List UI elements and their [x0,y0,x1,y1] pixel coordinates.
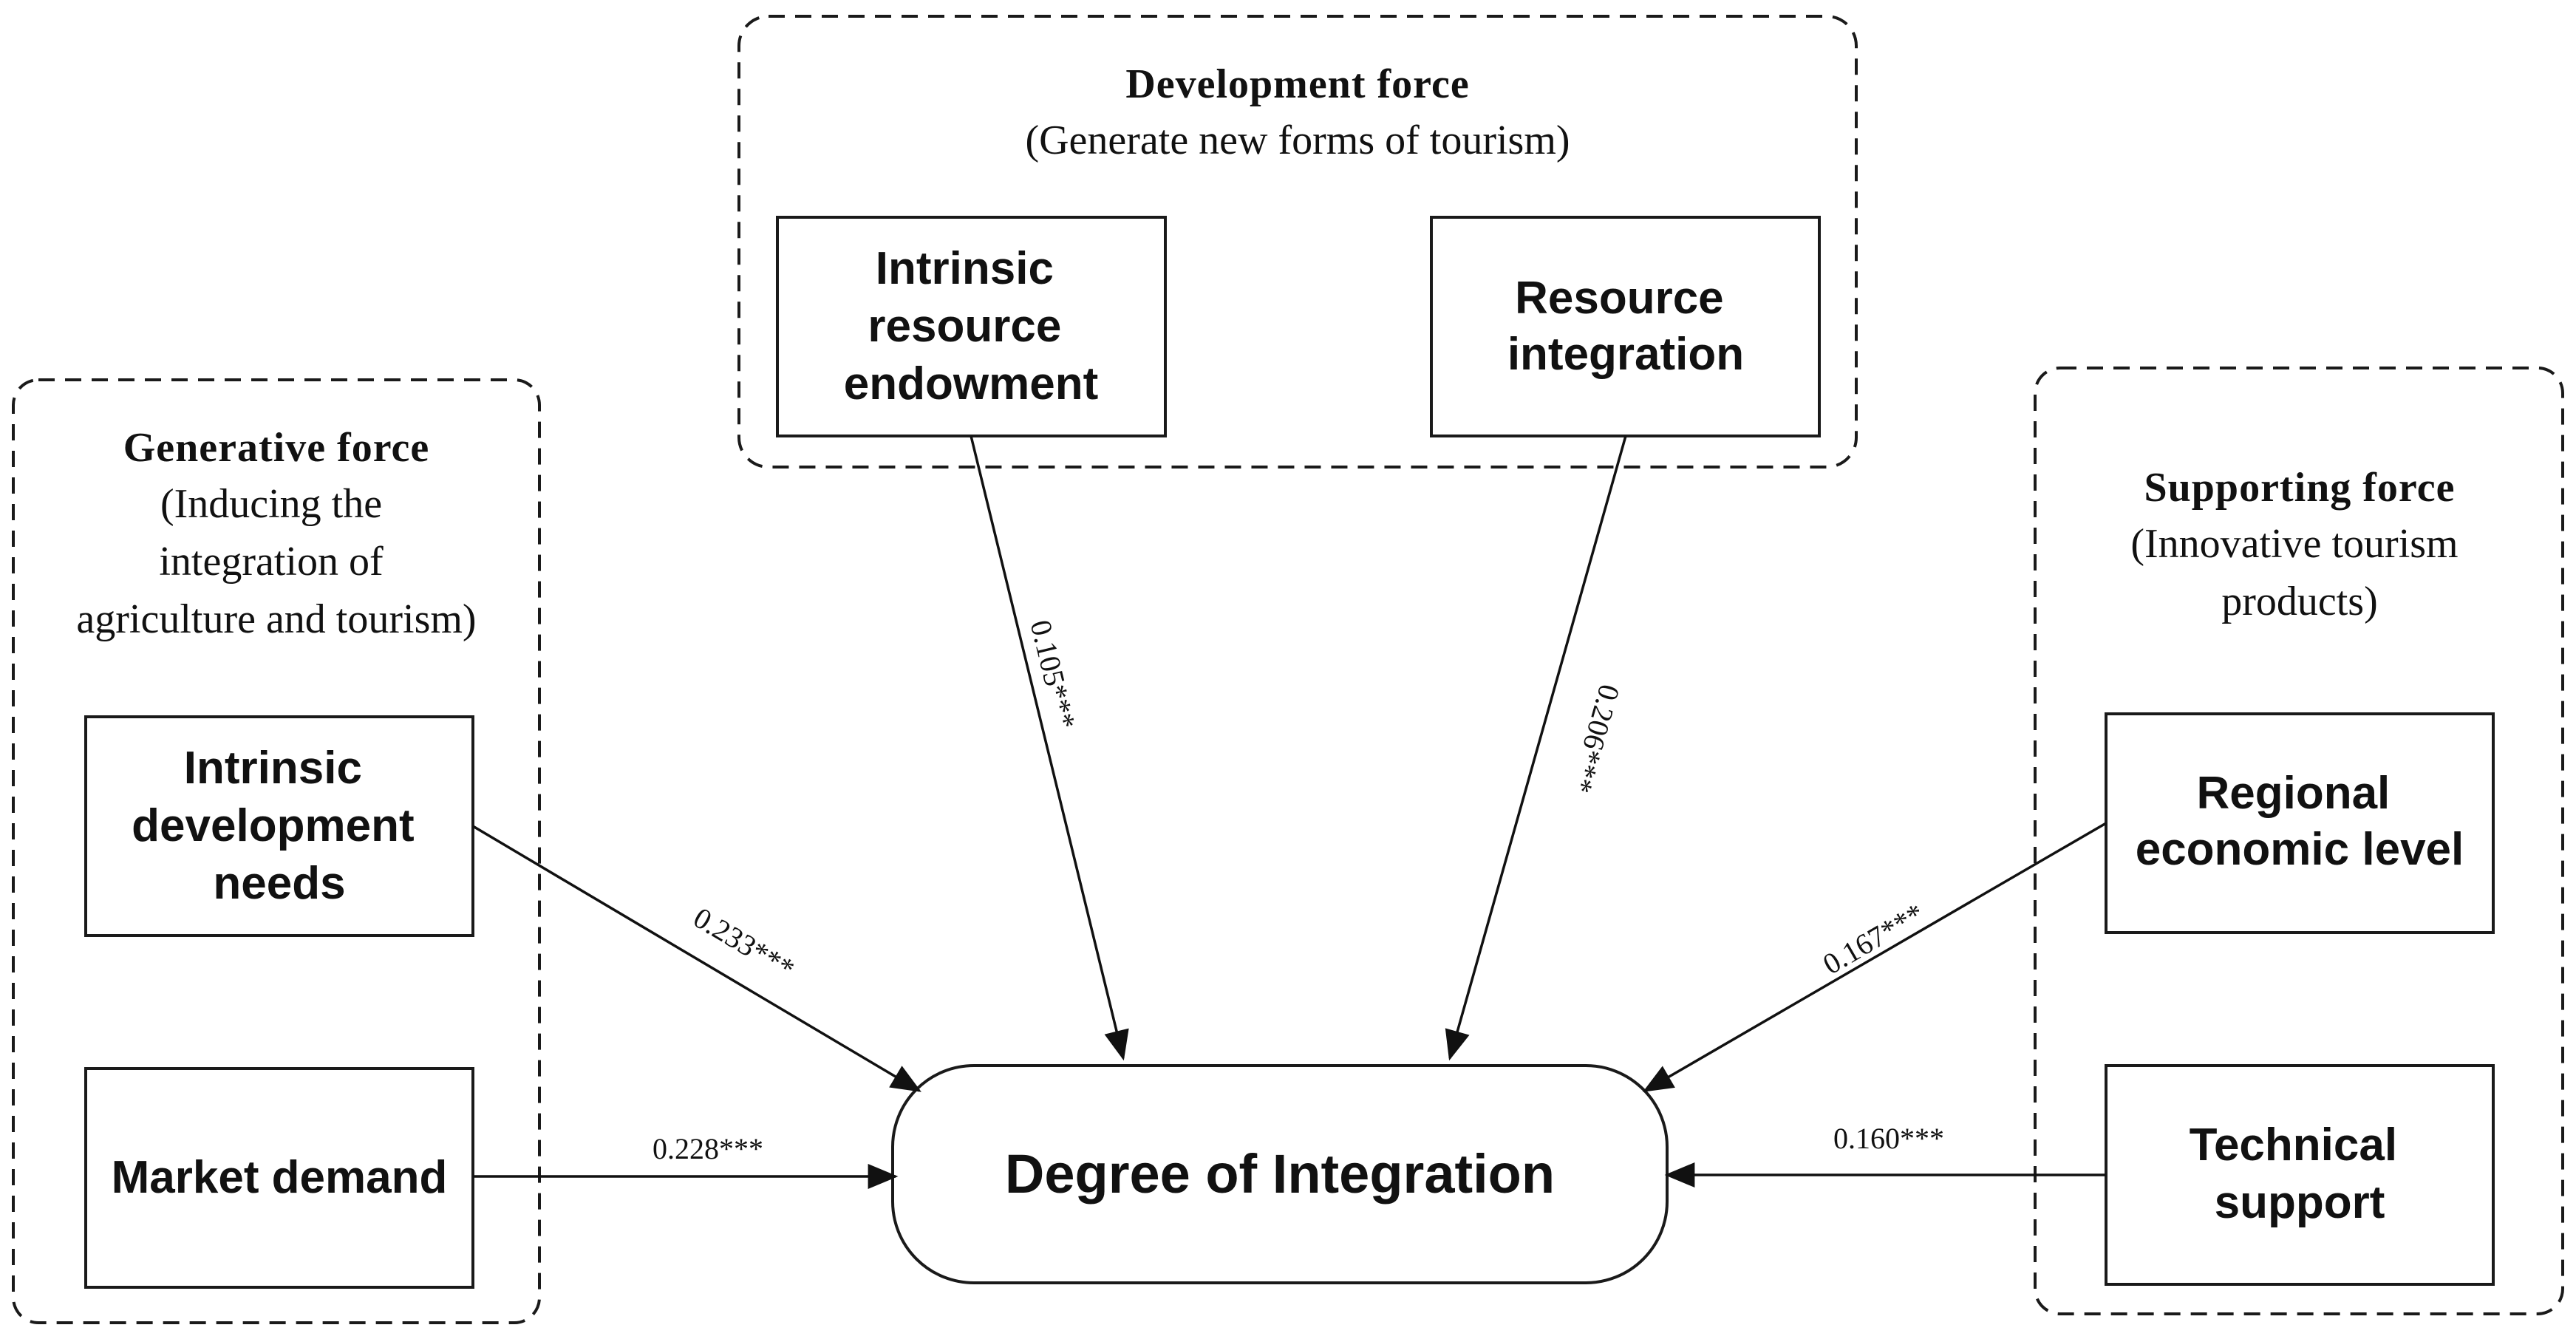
intrinsic-development-needs-label-line-1: Intrinsic [184,743,362,794]
supporting-force-subtitle-line-2: products) [2221,579,2378,624]
intrinsic-resource-endowment-label-line-2: resource [868,301,1061,352]
resource-integration-label-line-2: integration [1507,329,1744,380]
supporting-force-subtitle-line-1: (Innovative tourism [2130,521,2458,567]
svg-text:(Inducing the integratio: (Inducing the integration of agriculture… [76,481,476,642]
regional-economic-level-label-line-1: Regional [2196,768,2390,819]
svg-text:Intrinsic development: Intrinsic development needs [132,743,427,909]
svg-text:Market demand: Market demand [112,1152,448,1203]
market-demand-label: Market demand [112,1152,448,1203]
intrinsic-development-needs-box [84,715,474,937]
intrinsic-resource-endowment-label-line-1: Intrinsic [876,243,1054,294]
technical-support-label-line-2: support [2215,1177,2385,1228]
intrinsic-development-needs-label-line-2: development [132,800,414,851]
regional-economic-level-label-line-2: economic level [2136,824,2464,875]
supporting-force-frame [2034,367,2564,1315]
generative-force-frame [12,378,541,1324]
intrinsic-development-needs-node: Intrinsic development needs [84,715,474,937]
coef-intrinsic-resource-endowment: 0.105*** [1023,617,1082,732]
arrow-intrinsic-development-needs [472,825,921,1092]
svg-text:Regional economic leve: Regional economic level [2136,768,2464,875]
supporting-force-group: Supporting force (Innovative tourism pro… [2034,367,2564,1315]
intrinsic-resource-endowment-label-line-3: endowment [844,358,1098,409]
regional-economic-level-node: Regional economic level [2105,712,2495,934]
arrow-resource-integration [1445,435,1627,1061]
technical-support-node: Technical support [2105,1064,2495,1286]
intrinsic-resource-endowment-node: Intrinsic resource endowment [776,216,1167,437]
technical-support-label-line-1: Technical [2190,1120,2397,1171]
regional-economic-level-box [2105,712,2495,934]
degree-of-integration-node: Degree of Integration [891,1064,1669,1284]
market-demand-node: Market demand [84,1067,474,1289]
development-force-subtitle: (Generate new forms of tourism) [1025,117,1570,163]
svg-text:Technical support: Technical support [2190,1120,2410,1228]
coef-resource-integration: 0.206*** [1564,681,1626,797]
svg-text:Intrinsic resource: Intrinsic resource endowment [844,243,1098,409]
svg-text:(Innovative tourism prod: (Innovative tourism products) [2130,521,2468,624]
arrow-intrinsic-resource-endowment [970,435,1129,1061]
degree-of-integration-label: Degree of Integration [1005,1143,1555,1205]
svg-text:Resource integration: Resource integration [1507,273,1744,380]
generative-force-group: Generative force (Inducing the integrati… [12,378,541,1324]
development-force-group: Development force (Generate new forms of… [737,15,1858,469]
resource-integration-node: Resource integration [1430,216,1821,437]
arrow-regional-economic-level [1643,822,2107,1092]
coef-market-demand: 0.228*** [652,1132,763,1165]
coef-regional-economic-level: 0.167*** [1817,896,1929,981]
resource-integration-label-line-1: Resource [1515,273,1724,324]
intrinsic-resource-endowment-box [776,216,1167,437]
coef-intrinsic-development-needs: 0.233*** [688,901,800,986]
generative-force-title: Generative force [123,425,430,471]
generative-force-subtitle-line-3: agriculture and tourism) [76,596,476,642]
generative-force-subtitle-line-1: (Inducing the [160,481,382,527]
intrinsic-development-needs-label-line-3: needs [213,858,345,909]
path-arrows [472,435,2107,1189]
market-demand-box [84,1067,474,1289]
technical-support-box [2105,1064,2495,1286]
generative-force-subtitle-line-2: integration of [159,539,384,585]
supporting-force-title: Supporting force [2144,465,2456,511]
development-force-title: Development force [1125,61,1469,107]
resource-integration-box [1430,216,1821,437]
coef-technical-support: 0.160*** [1833,1122,1944,1155]
